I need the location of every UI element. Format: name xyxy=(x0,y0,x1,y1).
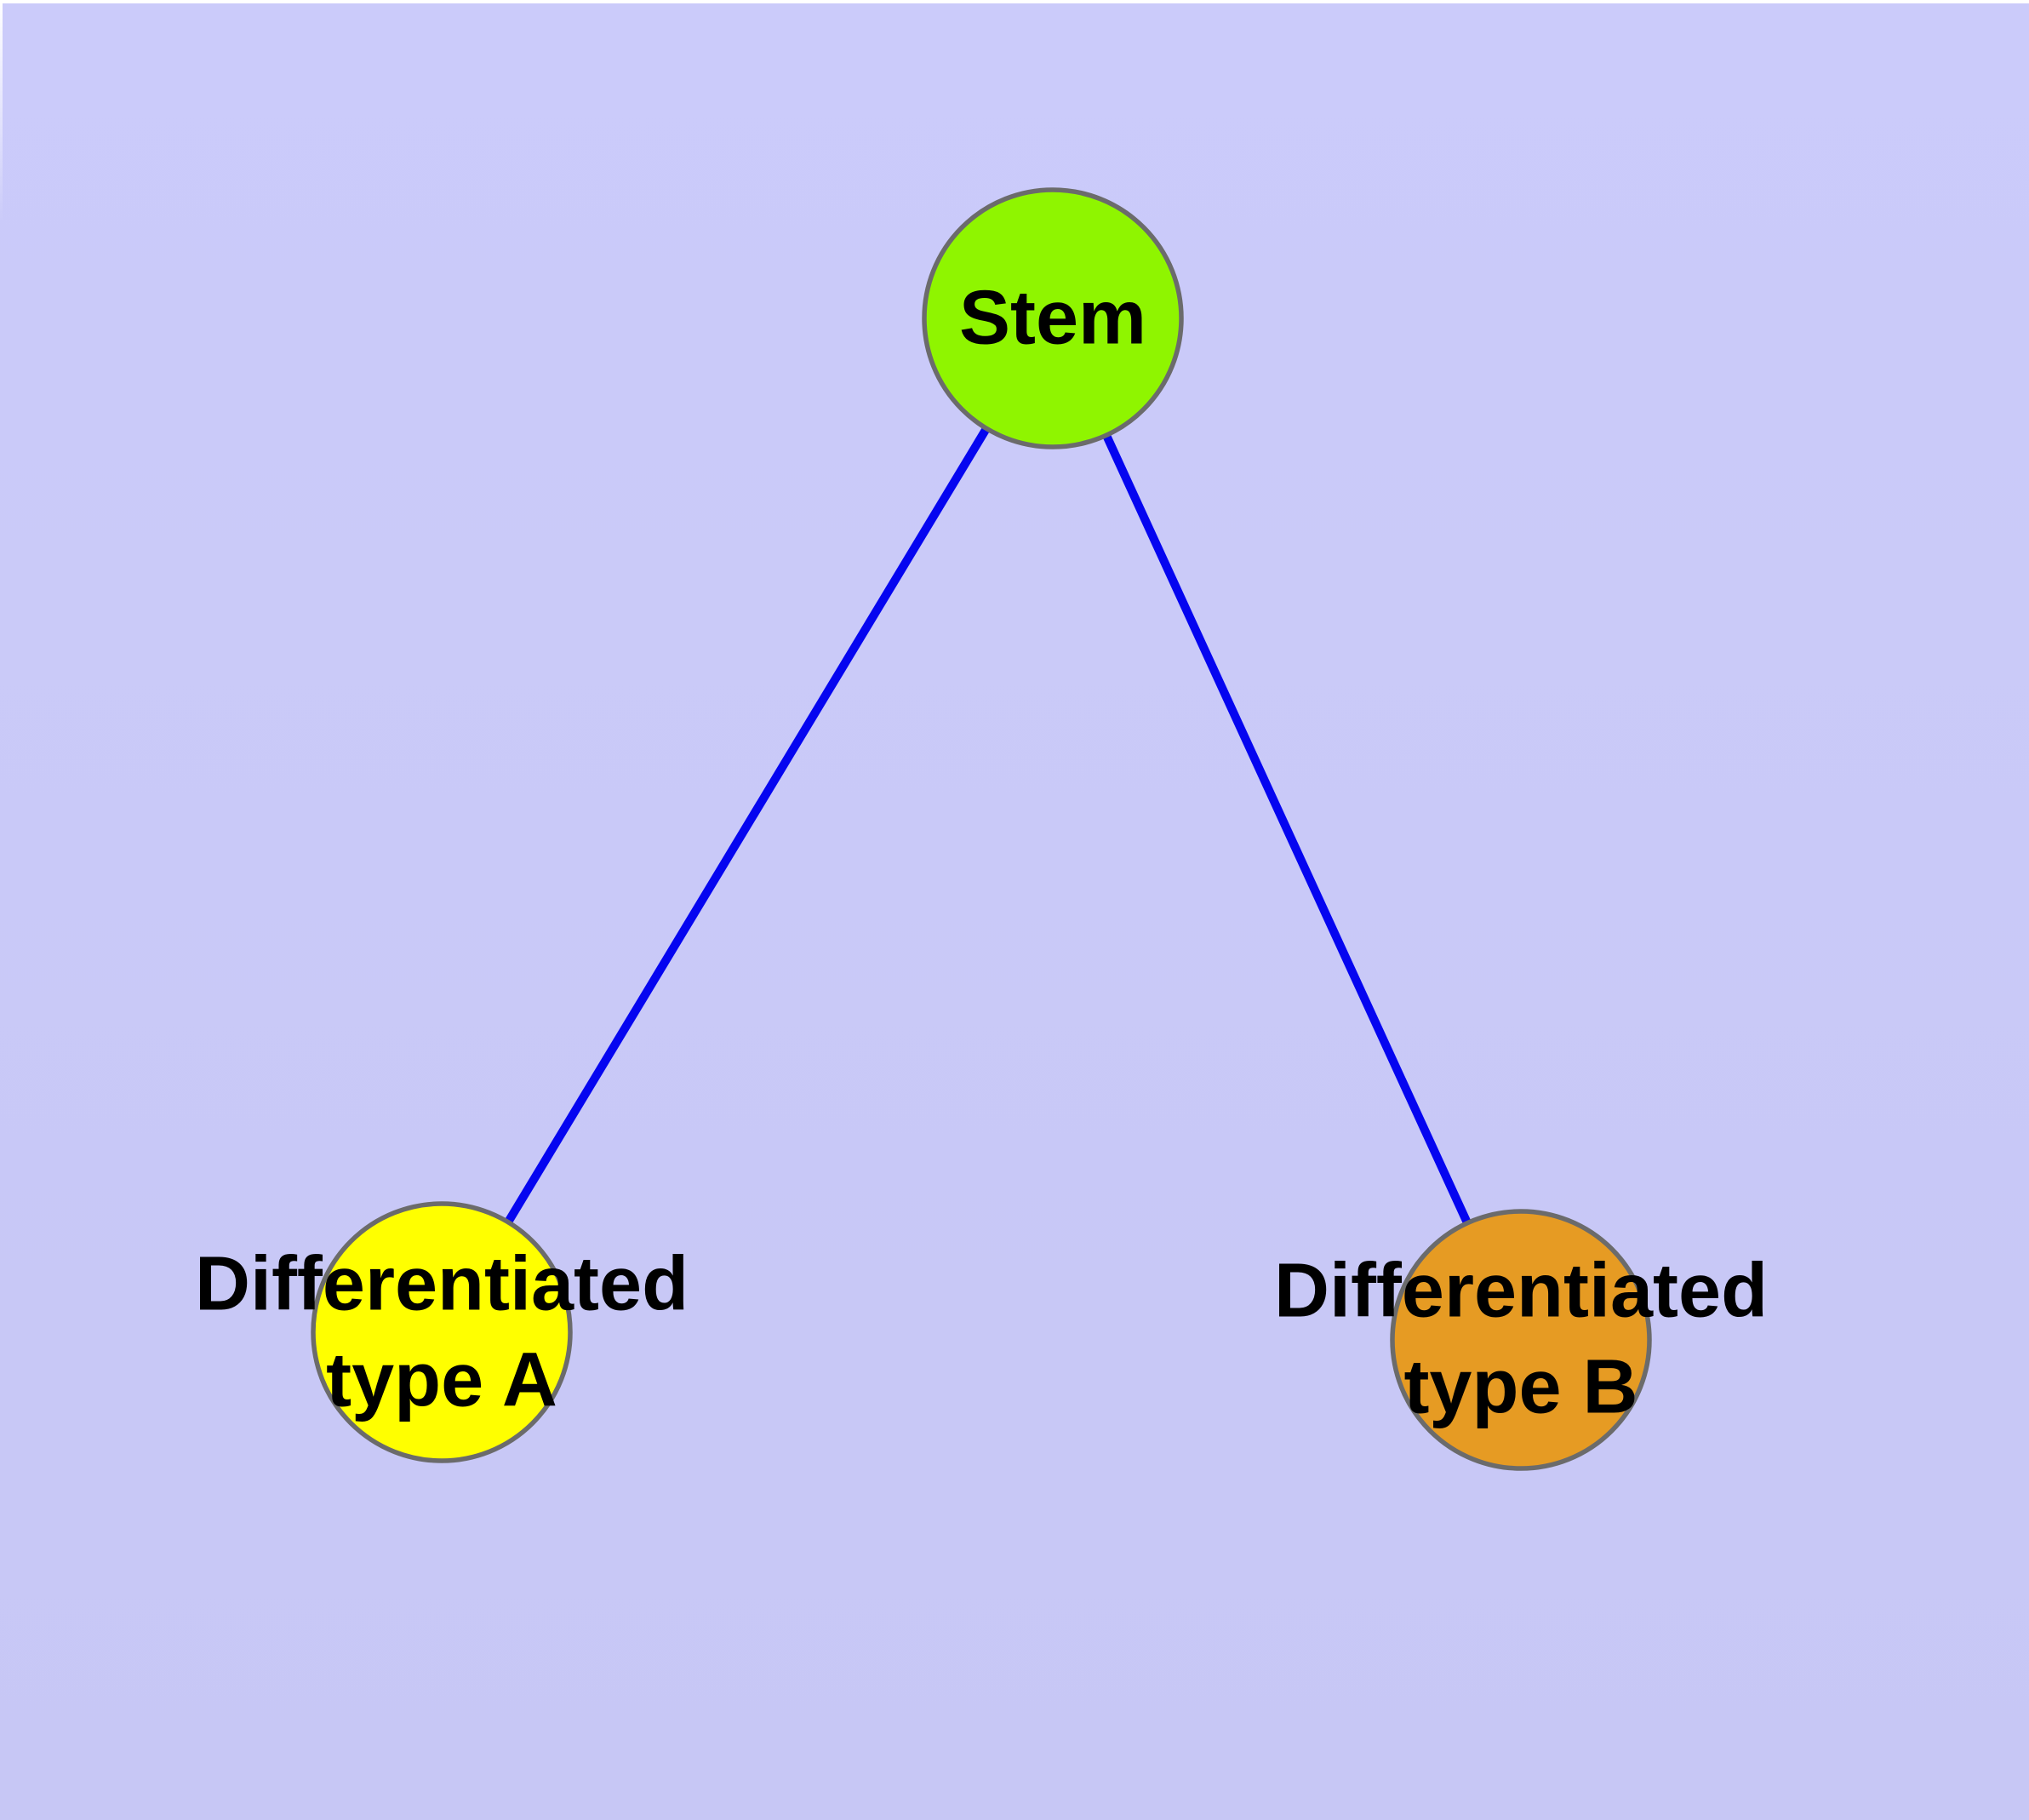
node-stem[interactable] xyxy=(922,187,1184,449)
node-differentiated-type-b[interactable] xyxy=(1390,1209,1652,1471)
canvas-top-border xyxy=(0,0,2029,3)
canvas-left-border xyxy=(0,0,3,221)
node-differentiated-type-a[interactable] xyxy=(311,1201,573,1463)
edge-stem-to-type-a[interactable] xyxy=(437,316,1057,1335)
edge-stem-to-type-b[interactable] xyxy=(1049,316,1525,1342)
